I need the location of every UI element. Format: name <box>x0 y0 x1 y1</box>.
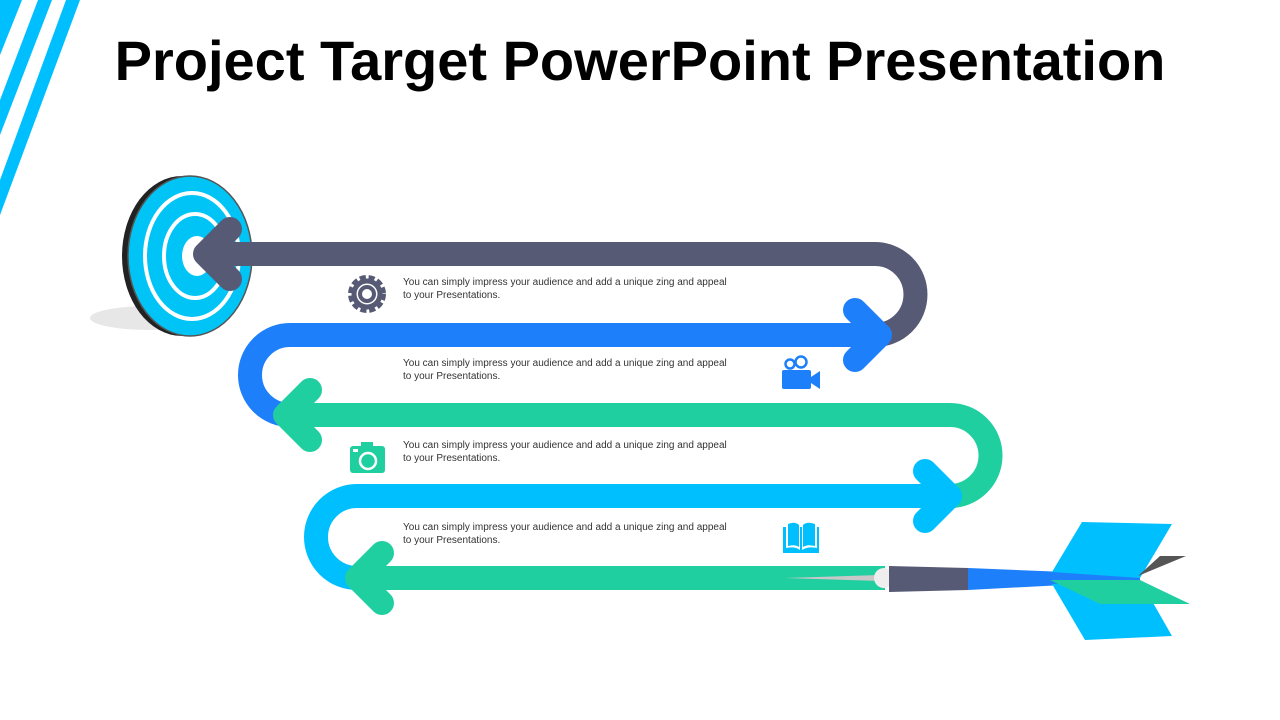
dart-icon <box>785 522 1190 640</box>
step-text-line: You can simply impress your audience and… <box>403 522 727 533</box>
step-text-line: You can simply impress your audience and… <box>403 358 727 369</box>
step-text-line: You can simply impress your audience and… <box>403 277 727 288</box>
path-row-2 <box>238 323 887 427</box>
camera-icon <box>350 442 385 473</box>
step-text-line: to your Presentations. <box>403 535 501 546</box>
step-text-line: to your Presentations. <box>403 371 501 382</box>
page-title: Project Target PowerPoint Presentation <box>114 29 1166 92</box>
step-text-line: You can simply impress your audience and… <box>403 440 727 451</box>
corner-stripes <box>0 0 80 215</box>
arrowhead-2 <box>843 298 892 372</box>
step-text-line: to your Presentations. <box>403 453 501 464</box>
path-row-3 <box>278 403 1003 508</box>
step-text-line: to your Presentations. <box>403 290 501 301</box>
path-row-4 <box>304 484 962 590</box>
arrowhead-3 <box>273 378 322 452</box>
step-text-1: You can simply impress your audience and… <box>403 276 763 302</box>
gear-icon <box>348 275 386 313</box>
step-text-2: You can simply impress your audience and… <box>403 357 763 383</box>
step-text-3: You can simply impress your audience and… <box>403 439 763 465</box>
arrowhead-5 <box>345 541 394 615</box>
book-icon <box>783 520 819 553</box>
step-text-4: You can simply impress your audience and… <box>403 521 763 547</box>
video-camera-icon <box>782 355 820 389</box>
path-row-1 <box>198 242 928 347</box>
arrowhead-4 <box>913 459 962 533</box>
arrowhead-1 <box>193 217 242 291</box>
